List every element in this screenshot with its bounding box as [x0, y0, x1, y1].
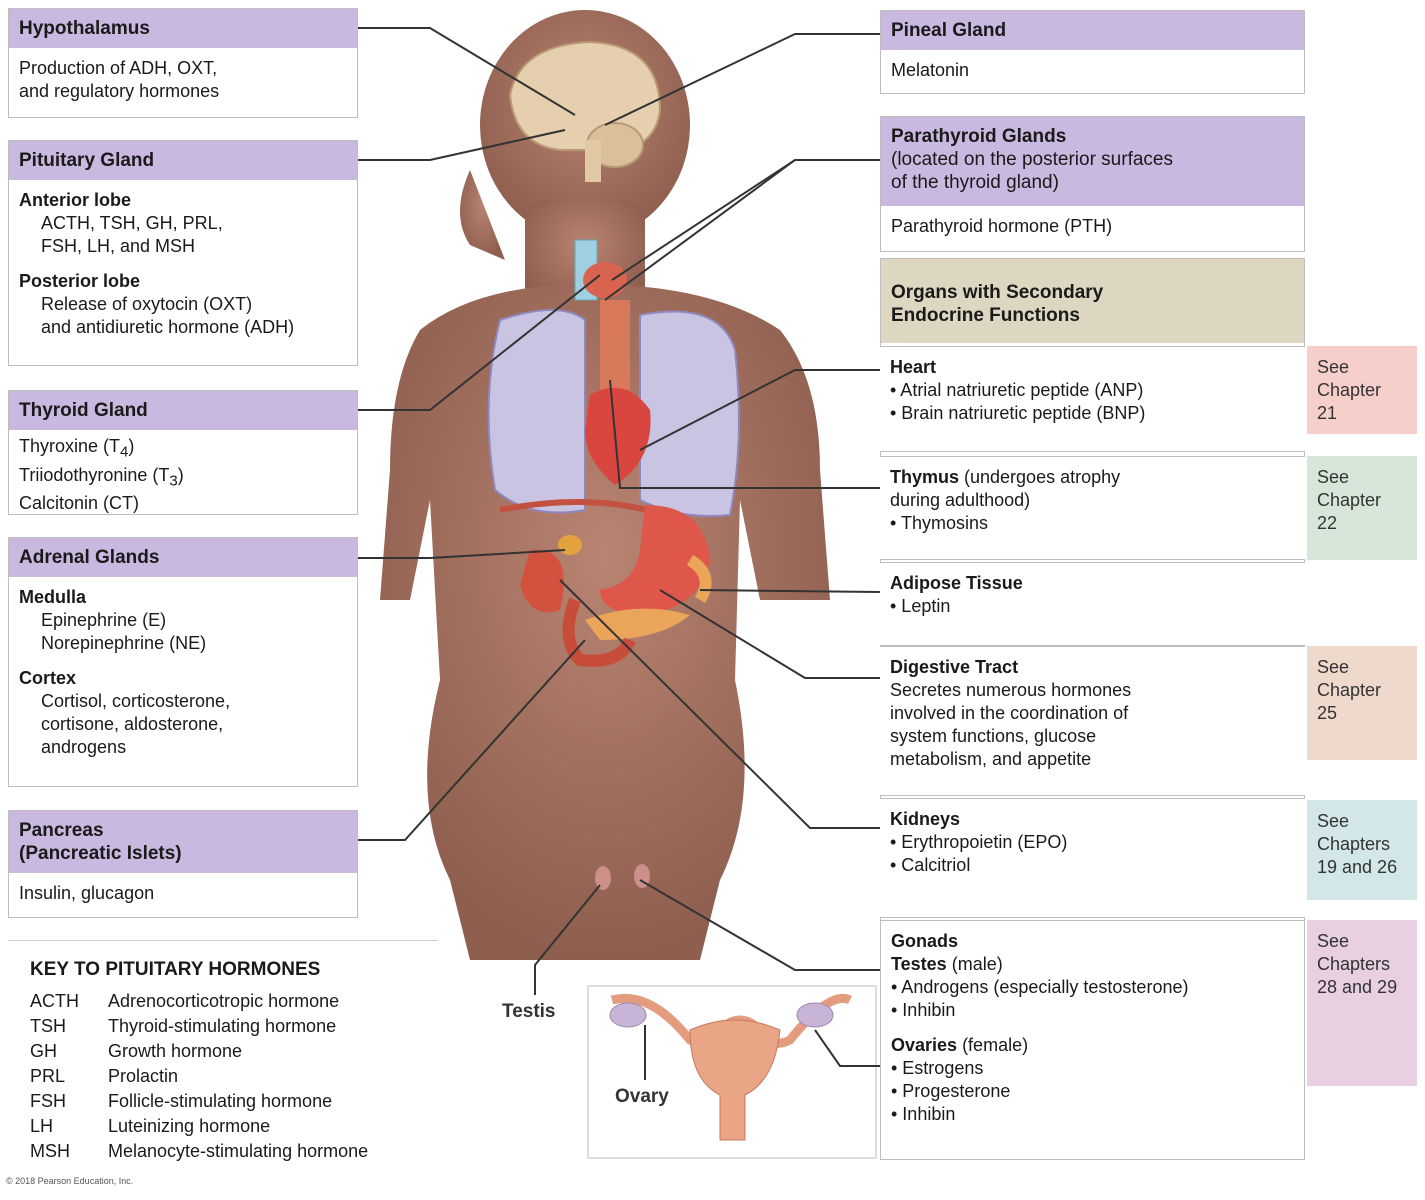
thyroid-line: Calcitonin (CT)	[19, 492, 347, 515]
thyroid-body: Thyroxine (T4) Triiodothyronine (T3) Cal…	[9, 430, 357, 523]
thyroid-title: Thyroid Gland	[9, 391, 357, 430]
pituitary-box: Pituitary Gland Anterior lobe ACTH, TSH,…	[8, 140, 358, 366]
adrenal-box: Adrenal Glands Medulla Epinephrine (E) N…	[8, 537, 358, 787]
digestive-entry: Digestive Tract Secretes numerous hormon…	[880, 646, 1305, 796]
medulla-label: Medulla	[19, 586, 347, 609]
thyroid-box: Thyroid Gland Thyroxine (T4) Triiodothyr…	[8, 390, 358, 515]
medulla-line: Norepinephrine (NE)	[19, 632, 347, 655]
adrenal-body: Medulla Epinephrine (E) Norepinephrine (…	[9, 577, 357, 767]
pancreas-box: Pancreas (Pancreatic Islets) Insulin, gl…	[8, 810, 358, 918]
pituitary-body: Anterior lobe ACTH, TSH, GH, PRL, FSH, L…	[9, 180, 357, 347]
key-title: KEY TO PITUITARY HORMONES	[30, 959, 438, 981]
pancreas-title: Pancreas (Pancreatic Islets)	[9, 811, 357, 873]
testes-title-line: Testes (male)	[891, 953, 1294, 976]
hypothalamus-box: Hypothalamus Production of ADH, OXT, and…	[8, 8, 358, 118]
thyroid-line: Triiodothyronine (T3)	[19, 464, 347, 493]
thymus-line: • Thymosins	[890, 512, 1295, 535]
kidneys-line: • Erythropoietin (EPO)	[890, 831, 1295, 854]
adrenal-title: Adrenal Glands	[9, 538, 357, 577]
testes-line: • Inhibin	[891, 999, 1294, 1022]
thymus-line: during adulthood)	[890, 489, 1295, 512]
hypothalamus-title: Hypothalamus	[9, 9, 357, 48]
heart-line: • Brain natriuretic peptide (BNP)	[890, 402, 1295, 425]
anterior-lobe-line: FSH, LH, and MSH	[19, 235, 347, 258]
ovaries-line: • Progesterone	[891, 1080, 1294, 1103]
kidneys-line: • Calcitriol	[890, 854, 1295, 877]
gonads-entry: Gonads Testes (male) • Androgens (especi…	[880, 920, 1305, 1160]
parathyroid-body: Parathyroid hormone (PTH)	[881, 206, 1304, 246]
kidneys-entry: Kidneys • Erythropoietin (EPO) • Calcitr…	[880, 798, 1305, 918]
adipose-line: • Leptin	[890, 595, 1295, 618]
digestive-line: Secretes numerous hormones	[890, 679, 1295, 702]
digestive-line: involved in the coordination of	[890, 702, 1295, 725]
digestive-line: metabolism, and appetite	[890, 748, 1295, 771]
digestive-line: system functions, glucose	[890, 725, 1295, 748]
pineal-title: Pineal Gland	[881, 11, 1304, 50]
adipose-entry: Adipose Tissue • Leptin	[880, 562, 1305, 646]
ovary-label: Ovary	[615, 1086, 669, 1108]
digestive-title: Digestive Tract	[890, 656, 1295, 679]
adipose-title: Adipose Tissue	[890, 572, 1295, 595]
pineal-body: Melatonin	[881, 50, 1304, 90]
anterior-lobe-line: ACTH, TSH, GH, PRL,	[19, 212, 347, 235]
copyright: © 2018 Pearson Education, Inc.	[6, 1176, 133, 1186]
parathyroid-title: Parathyroid Glands (located on the poste…	[881, 117, 1304, 206]
gonads-title: Gonads	[891, 930, 1294, 953]
parathyroid-box: Parathyroid Glands (located on the poste…	[880, 116, 1305, 252]
ovary-inset	[588, 986, 876, 1158]
secondary-organs-title: Organs with Secondary Endocrine Function…	[881, 259, 1304, 343]
heart-title: Heart	[890, 356, 1295, 379]
hypothalamus-body: Production of ADH, OXT, and regulatory h…	[9, 48, 357, 111]
cortex-line: cortisone, aldosterone,	[19, 713, 347, 736]
cortex-line: Cortisol, corticosterone,	[19, 690, 347, 713]
testis-label: Testis	[502, 1001, 556, 1023]
posterior-lobe-label: Posterior lobe	[19, 270, 347, 293]
cortex-line: androgens	[19, 736, 347, 759]
thymus-title-line: Thymus (undergoes atrophy	[890, 466, 1295, 489]
posterior-lobe-line: and antidiuretic hormone (ADH)	[19, 316, 347, 339]
testes-line: • Androgens (especially testosterone)	[891, 976, 1294, 999]
pineal-box: Pineal Gland Melatonin	[880, 10, 1305, 94]
thymus-entry: Thymus (undergoes atrophy during adultho…	[880, 456, 1305, 560]
ovaries-title-line: Ovaries (female)	[891, 1034, 1294, 1057]
medulla-line: Epinephrine (E)	[19, 609, 347, 632]
thyroid-line: Thyroxine (T4)	[19, 435, 347, 464]
pancreas-body: Insulin, glucagon	[9, 873, 357, 913]
cortex-label: Cortex	[19, 667, 347, 690]
kidneys-title: Kidneys	[890, 808, 1295, 831]
posterior-lobe-line: Release of oxytocin (OXT)	[19, 293, 347, 316]
ovaries-line: • Estrogens	[891, 1057, 1294, 1080]
hypothalamus-line: and regulatory hormones	[19, 80, 347, 103]
heart-entry: Heart • Atrial natriuretic peptide (ANP)…	[880, 346, 1305, 452]
pituitary-title: Pituitary Gland	[9, 141, 357, 180]
hypothalamus-line: Production of ADH, OXT,	[19, 57, 347, 80]
heart-line: • Atrial natriuretic peptide (ANP)	[890, 379, 1295, 402]
anterior-lobe-label: Anterior lobe	[19, 189, 347, 212]
ovaries-line: • Inhibin	[891, 1103, 1294, 1126]
